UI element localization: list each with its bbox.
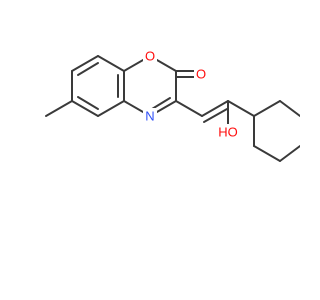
ring-o-mask [143, 48, 157, 64]
bond-a-b-inner [77, 62, 99, 76]
bond-p2-p3 [279, 100, 300, 117]
atom-labels: O O N HO [143, 48, 240, 140]
bond-c9-c10-double [203, 108, 228, 123]
bond-n4-c3-double [151, 97, 171, 110]
ring-oxygen-label: O [145, 49, 155, 64]
bond-methyl [45, 100, 73, 117]
ring-nitrogen-label: N [145, 109, 154, 124]
hydroxyl-mask [216, 124, 240, 140]
ring-n-mask [143, 108, 157, 124]
bond-p6-p5 [253, 145, 281, 162]
carbonyl-o-mask [194, 66, 208, 82]
bond-c10-aryl [227, 100, 255, 117]
bond-b-c [97, 55, 125, 72]
bonds [45, 55, 300, 162]
hydroxyl-label: HO [218, 125, 238, 140]
bond-p5-p4 [279, 145, 300, 162]
bond-c3-c9 [175, 100, 203, 117]
molecule-structure: O O N HO [45, 48, 300, 162]
bond-d-e [97, 100, 125, 117]
bond-p1-p2 [253, 100, 281, 117]
molecule-canvas: O O N HO [45, 48, 300, 162]
bond-c9-c10 [201, 100, 229, 117]
bond-e-f-inner [77, 96, 99, 110]
bond-a-b [71, 55, 99, 72]
bond-e-f [71, 100, 99, 117]
carbonyl-oxygen-label: O [196, 67, 206, 82]
